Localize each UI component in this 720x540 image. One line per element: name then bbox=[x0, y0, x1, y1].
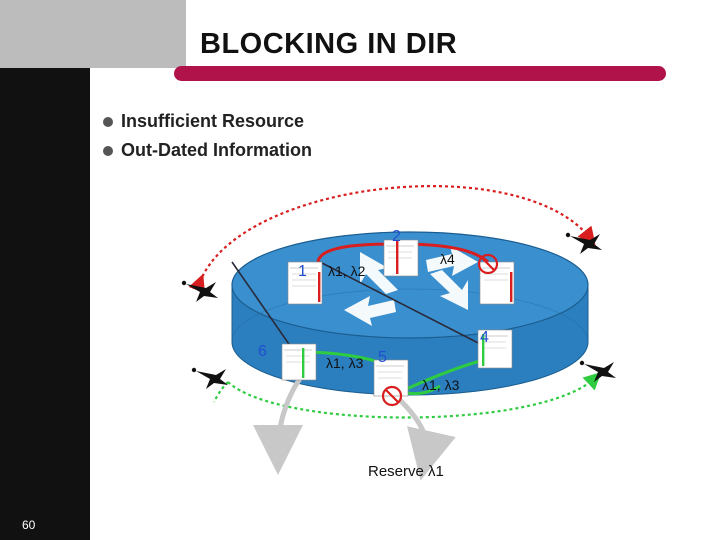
page-number: 60 bbox=[22, 518, 36, 532]
bullet-text: Insufficient Resource bbox=[121, 111, 305, 131]
bullet-list: Insufficient Resource Out-Dated Informat… bbox=[103, 107, 312, 165]
slide-title: BLOCKING IN DIR bbox=[200, 28, 458, 60]
node-label-6: 6 bbox=[258, 343, 267, 360]
node-box-1 bbox=[287, 261, 323, 305]
client-icon bbox=[565, 232, 602, 254]
node-box-4 bbox=[477, 329, 513, 369]
node-label-1: 1 bbox=[298, 263, 307, 280]
wavelength-label: λ1, λ3 bbox=[422, 377, 460, 393]
reserve-label: Reserve λ1 bbox=[368, 463, 444, 480]
node-box-6 bbox=[281, 343, 317, 381]
client-icon bbox=[181, 280, 218, 302]
bullet-text: Out-Dated Information bbox=[121, 140, 312, 160]
bullet-item: Insufficient Resource bbox=[103, 107, 312, 136]
client-icon bbox=[191, 367, 228, 389]
node-label-4: 4 bbox=[480, 329, 489, 346]
title-underline-bar bbox=[174, 66, 666, 81]
header-block bbox=[0, 0, 186, 68]
node-box-2 bbox=[383, 239, 419, 277]
bullet-item: Out-Dated Information bbox=[103, 136, 312, 165]
node-label-5: 5 bbox=[378, 349, 387, 366]
node-label-2: 2 bbox=[392, 228, 401, 245]
dotted-red-arc bbox=[188, 185, 596, 294]
blocked-icon bbox=[477, 253, 499, 275]
blocked-icon bbox=[381, 385, 403, 407]
node-box-5 bbox=[373, 359, 409, 397]
wavelength-label: λ1, λ2 bbox=[328, 263, 366, 279]
bullet-dot-icon bbox=[103, 145, 113, 156]
wavelength-label: λ1, λ3 bbox=[326, 355, 364, 371]
wavelength-label: λ4 bbox=[440, 251, 455, 267]
bullet-dot-icon bbox=[103, 116, 113, 127]
client-icon bbox=[579, 360, 616, 382]
left-sidebar bbox=[0, 0, 90, 540]
